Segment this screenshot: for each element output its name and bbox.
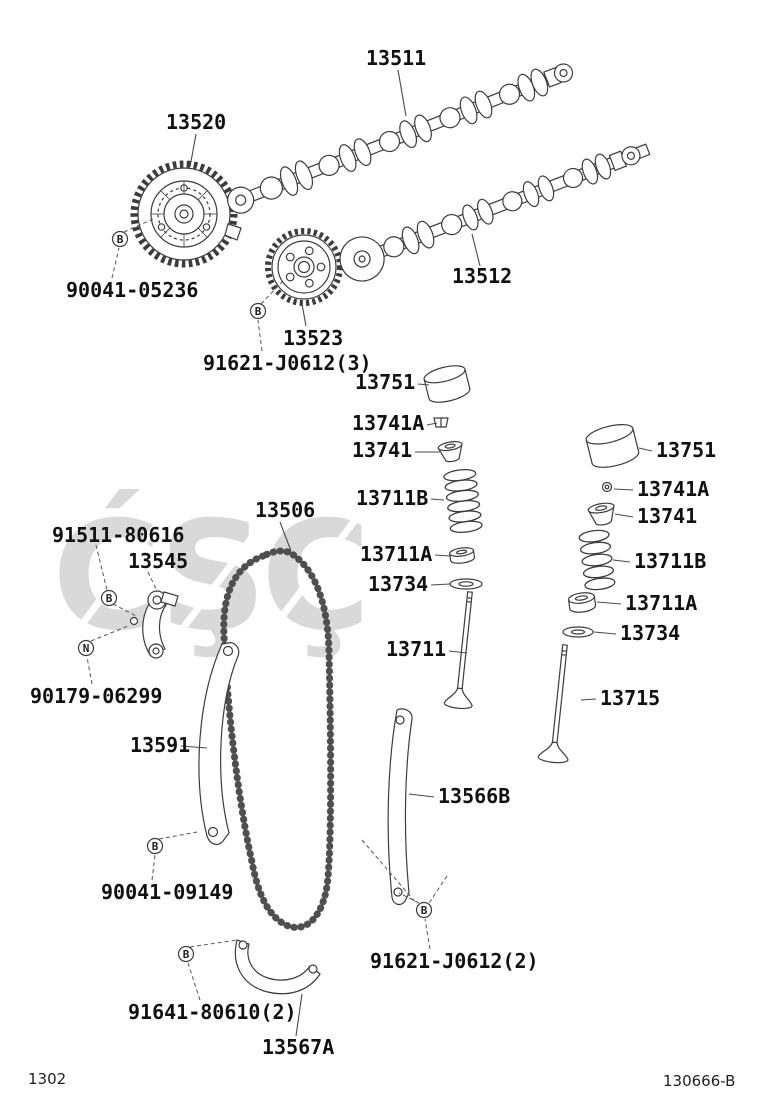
intake-valve-drawing xyxy=(443,591,473,710)
label-tensioner-bolt: 91511-80616 xyxy=(52,523,185,547)
callout-damper-bolt: B xyxy=(415,901,433,919)
svg-text:B: B xyxy=(152,840,159,853)
label-gear-bolt: 90041-05236 xyxy=(66,278,199,302)
label-chain-guide: 13591 xyxy=(130,733,191,757)
svg-text:N: N xyxy=(83,642,90,655)
label-bracket-bolt: 91641-80610(2) xyxy=(128,1000,297,1024)
label-exhaust-valve: 13715 xyxy=(600,686,661,710)
spring-washer-in-drawing xyxy=(449,578,483,590)
retainer-lock-in-drawing xyxy=(433,417,449,428)
label-valve-spring-in: 13711B xyxy=(356,486,429,510)
chain-guide-drawing xyxy=(198,642,240,846)
label-camshaft-sprocket: 13523 xyxy=(283,326,344,350)
camshaft-no1-drawing xyxy=(227,63,574,214)
label-chain-bracket: 13567A xyxy=(262,1035,335,1059)
spring-retainer-in-drawing xyxy=(437,441,463,463)
callout-guide-bolt: B xyxy=(146,837,164,855)
svg-text:B: B xyxy=(183,948,190,961)
svg-text:B: B xyxy=(117,233,124,246)
chain-bracket-drawing xyxy=(234,939,321,995)
label-camshaft-no2: 13512 xyxy=(452,264,513,288)
label-valve-lifter-ex: 13751 xyxy=(656,438,717,462)
svg-text:B: B xyxy=(106,592,113,605)
callout-bracket-bolt: B xyxy=(177,945,195,963)
callouts: B B B N B B B xyxy=(77,230,433,963)
label-chain-damper: 13566B xyxy=(438,784,511,808)
camshaft-sprocket-drawing xyxy=(265,228,343,306)
camshaft-no2-drawing xyxy=(339,143,651,282)
retainer-lock-ex-drawing xyxy=(601,481,613,493)
label-spring-seat-ex: 13711A xyxy=(625,591,698,615)
label-sprocket-bolt: 91621-J0612(3) xyxy=(203,351,372,375)
valve-spring-in-drawing xyxy=(443,469,483,533)
valve-lifter-ex-drawing xyxy=(585,424,640,468)
label-spring-retainer-ex: 13741 xyxy=(637,504,698,528)
callout-sprocket-bolt: B xyxy=(249,302,267,320)
label-retainer-lock-ex: 13741A xyxy=(637,477,710,501)
exhaust-valve-drawing xyxy=(537,644,569,764)
spring-seat-in-drawing xyxy=(449,547,476,564)
label-camshaft-timing-gear: 13520 xyxy=(166,110,227,134)
callout-lines xyxy=(86,218,448,1001)
svg-text:B: B xyxy=(421,904,428,917)
svg-text:B: B xyxy=(255,305,262,318)
chain-damper-drawing xyxy=(387,708,413,906)
spring-seat-ex-drawing xyxy=(567,592,597,613)
chain-tensioner-drawing xyxy=(129,590,179,659)
label-intake-valve: 13711 xyxy=(386,637,447,661)
label-spring-washer-ex: 13734 xyxy=(620,621,681,645)
spring-retainer-ex-drawing xyxy=(587,502,615,526)
label-valve-spring-ex: 13711B xyxy=(634,549,707,573)
callout-gear-bolt: B xyxy=(111,230,129,248)
label-tensioner-nut: 90179-06299 xyxy=(30,684,163,708)
label-guide-bolt: 90041-09149 xyxy=(101,880,234,904)
label-camshaft-no1: 13511 xyxy=(366,46,427,70)
label-chain-tensioner: 13545 xyxy=(128,549,189,573)
callout-tensioner-bolt: B xyxy=(100,589,118,607)
valve-spring-ex-drawing xyxy=(578,529,616,591)
label-timing-chain: 13506 xyxy=(255,498,316,522)
label-retainer-lock-in: 13741A xyxy=(352,411,425,435)
label-spring-retainer-in: 13741 xyxy=(352,438,413,462)
callout-tensioner-nut: N xyxy=(77,639,95,657)
label-spring-seat-in: 13711A xyxy=(360,542,433,566)
camshaft-timing-gear-drawing xyxy=(130,160,242,268)
label-damper-bolt: 91621-J0612(2) xyxy=(370,949,539,973)
figure-code: 130666-B xyxy=(663,1072,736,1090)
valve-lifter-in-drawing xyxy=(423,365,471,403)
label-spring-washer-in: 13734 xyxy=(368,572,429,596)
leader-lines xyxy=(180,69,653,1037)
spring-washer-ex-drawing xyxy=(562,626,594,638)
label-valve-lifter-in: 13751 xyxy=(355,370,416,394)
page-code: 1302 xyxy=(28,1070,67,1088)
